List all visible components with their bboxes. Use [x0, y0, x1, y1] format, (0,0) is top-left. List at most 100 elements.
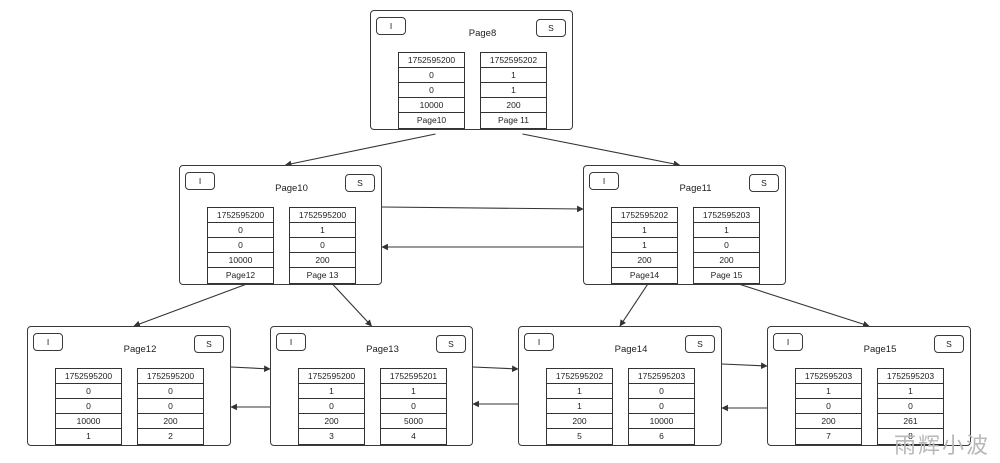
record-field: 200	[138, 414, 203, 429]
record-field: 1752595200	[138, 369, 203, 384]
child-pointer-arrow	[735, 282, 870, 328]
record-field: 0	[796, 399, 861, 414]
record-field: 1	[86, 431, 91, 441]
record-field: 200	[481, 98, 546, 113]
infimum-tag: I	[376, 17, 406, 35]
record-field: 6	[659, 431, 664, 441]
record-field: 200	[694, 253, 759, 268]
record-field: 1752595200	[399, 53, 464, 68]
record-field: 1752595200	[290, 208, 355, 223]
child-pointer-arrow	[133, 282, 250, 328]
record-field: 0	[399, 68, 464, 83]
record-field: 10000	[56, 414, 121, 429]
page-title: Page12	[123, 344, 157, 355]
record-field: 8	[908, 431, 913, 441]
record-field: 1752595201	[381, 369, 446, 384]
record-field: 1752595200	[299, 369, 364, 384]
record-field: 4	[411, 431, 416, 441]
watermark-text: 雨辉小波	[893, 434, 990, 459]
record-field: Page 15	[710, 270, 743, 280]
record-field: 0	[629, 384, 694, 399]
record-field: 200	[299, 414, 364, 429]
record-field: 5	[577, 431, 582, 441]
record-field: 0	[56, 384, 121, 399]
page-title: Page13	[366, 344, 399, 355]
supremum-tag: S	[685, 335, 715, 353]
record-field: 1752595203	[629, 369, 694, 384]
record-field: Page14	[629, 270, 660, 280]
record-field: 0	[208, 238, 273, 253]
infimum-tag: I	[185, 172, 215, 190]
record-field: Page 13	[306, 270, 339, 280]
page-title: Page8	[468, 28, 497, 39]
next-page-arrow	[472, 365, 519, 373]
record-field: 1	[299, 384, 364, 399]
page-title: Page11	[679, 183, 712, 194]
record-field: 1752595200	[208, 208, 273, 223]
record-field: 0	[138, 399, 203, 414]
record-field: 200	[796, 414, 861, 429]
next-page-arrow	[230, 365, 271, 372]
page-title: Page10	[275, 183, 308, 194]
record-field: 1	[547, 399, 612, 414]
child-pointer-arrow	[331, 282, 372, 327]
supremum-tag: S	[345, 174, 375, 192]
infimum-tag: I	[33, 333, 63, 351]
record-field: 1	[290, 223, 355, 238]
record-field: 1752595203	[878, 369, 943, 384]
page-title: Page14	[614, 344, 648, 355]
record-field: 0	[381, 399, 446, 414]
supremum-tag: S	[749, 174, 779, 192]
record-field: 261	[878, 414, 943, 429]
record-field: 1	[481, 68, 546, 83]
record-field: 10000	[629, 414, 694, 429]
record-field: 0	[290, 238, 355, 253]
record-field: 1	[796, 384, 861, 399]
record-field: 10000	[399, 98, 464, 113]
infimum-tag: I	[589, 172, 619, 190]
record-field: Page10	[416, 115, 447, 125]
supremum-tag: S	[934, 335, 964, 353]
child-pointer-arrow	[619, 282, 649, 327]
supremum-tag: S	[194, 335, 224, 353]
record-field: 2	[168, 431, 173, 441]
record-field: 200	[290, 253, 355, 268]
record-field: 1752595200	[56, 369, 121, 384]
record-field: 1	[878, 384, 943, 399]
record-field: 0	[138, 384, 203, 399]
record-field: 1	[547, 384, 612, 399]
record-field: 7	[826, 431, 831, 441]
record-field: Page12	[225, 270, 256, 280]
record-field: 0	[299, 399, 364, 414]
next-page-arrow	[381, 205, 584, 213]
record-field: 5000	[381, 414, 446, 429]
infimum-tag: I	[524, 333, 554, 351]
next-page-arrow	[721, 362, 768, 370]
infimum-tag: I	[276, 333, 306, 351]
record-field: 3	[329, 431, 334, 441]
record-field: 1752595203	[694, 208, 759, 223]
supremum-tag: S	[536, 19, 566, 37]
record-field: 1752595202	[547, 369, 612, 384]
record-field: 1752595202	[481, 53, 546, 68]
record-field: 1	[612, 238, 677, 253]
